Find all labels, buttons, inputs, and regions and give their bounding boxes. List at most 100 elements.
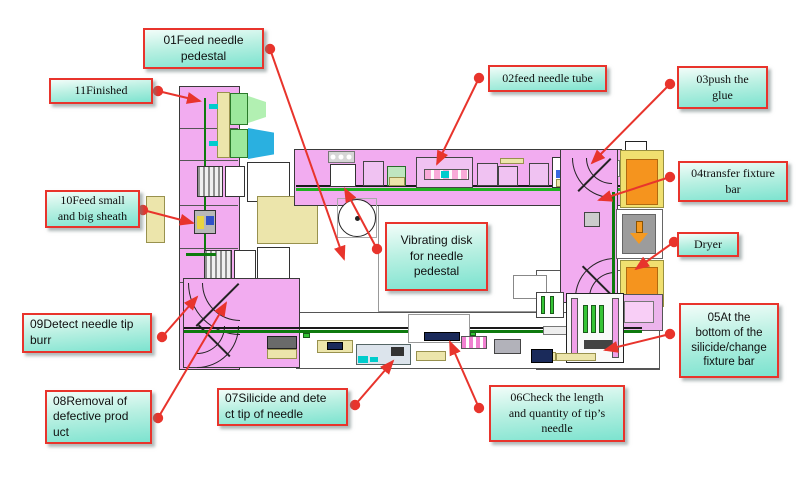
pink-unit-inner (624, 301, 654, 323)
station-block (498, 166, 518, 186)
hopper-box (230, 129, 248, 158)
sheath-feed-blue (206, 216, 214, 225)
navy-unit (531, 349, 553, 363)
radiator-grill (197, 166, 223, 197)
green-rail (599, 305, 604, 333)
station-block-dark (267, 336, 297, 349)
callout-line: 09Detect needle tip (30, 317, 134, 332)
callout-line: 08Removal of (53, 393, 128, 408)
callout-line: Dryer (694, 236, 722, 251)
green-rail (591, 305, 596, 333)
callout-10-feed-small-big-sheath: 10Feed small and big sheath (45, 190, 140, 228)
callout-line: 05At the (707, 311, 751, 324)
vibrating-disk-center (355, 216, 360, 221)
leader-dot-08 (152, 412, 164, 424)
down-arrow-stem (636, 221, 643, 233)
callout-vibrating-disk: Vibrating disk for needle pedestal (385, 222, 488, 291)
callout-line: bottom of the (695, 326, 763, 339)
leader-dot-11 (152, 85, 164, 97)
cyan-chip (209, 104, 218, 109)
cyan-chip (441, 171, 449, 178)
cyan-chip (370, 357, 378, 362)
callout-line: pedestal (413, 264, 460, 279)
navy-insert (327, 342, 343, 350)
pink-column (612, 298, 619, 358)
leader-dot-01 (264, 43, 276, 55)
callout-line: burr (30, 333, 52, 347)
cyan-chip (358, 356, 368, 363)
callout-line: Vibrating disk (400, 233, 473, 248)
green-chip (470, 332, 476, 336)
callout-01-feed-needle-pedestal: 01Feed needle pedestal (143, 28, 264, 69)
bed-divider (180, 160, 238, 161)
callout-09-detect-needle-tip-burr: 09Detect needle tip burr (22, 313, 152, 353)
down-arrow-icon (630, 221, 649, 245)
down-arrow-head (630, 233, 648, 244)
leader-dot-05 (664, 328, 676, 340)
callout-line: pedestal (180, 48, 227, 63)
callout-line: 10Feed small (60, 193, 125, 208)
leader-dot-02 (473, 72, 485, 84)
dryer-heater-top (626, 159, 658, 205)
finished-hopper-chute (248, 96, 266, 123)
callout-line: 11Finished (74, 83, 128, 98)
small-gray-box (584, 212, 600, 227)
callout-line: ct tip of needle (225, 407, 304, 421)
bed-divider (180, 248, 238, 249)
top-conveyor-green (296, 188, 620, 191)
callout-05-bottom-silicide-change-fixture-bar: 05At the bottom of the silicide/change f… (679, 303, 779, 378)
pad-block (416, 351, 446, 361)
station-base (267, 349, 297, 359)
callout-line: glue (712, 87, 733, 102)
callout-line: 06Check the length (510, 390, 604, 405)
leader-dot-07 (349, 399, 361, 411)
dark-chip (391, 347, 404, 356)
callout-11-finished: 11Finished (49, 78, 153, 104)
bed-divider (180, 205, 238, 206)
callout-02-feed-needle-tube: 02feed needle tube (488, 65, 607, 92)
pad-bar (500, 158, 524, 164)
cyan-chip (209, 141, 218, 146)
check-station-bar (424, 332, 460, 341)
callout-06-check-length-quantity: 06Check the length and quantity of tip’s… (489, 385, 625, 442)
callout-line: 01Feed needle (163, 32, 244, 47)
callout-04-transfer-fixture-bar: 04transfer fixture bar (678, 161, 788, 202)
callout-line: fixture bar (703, 356, 755, 369)
blue-hopper-chute (248, 128, 274, 159)
green-rail (541, 296, 545, 314)
leader-dot-06 (473, 402, 485, 414)
green-bar (186, 253, 216, 256)
callout-line: 07Silicide and dete (225, 391, 327, 406)
sheath-feed-yellow (197, 216, 204, 229)
callout-line: uct (53, 424, 70, 439)
callout-line: 04transfer fixture (691, 165, 775, 180)
green-rail (550, 296, 554, 314)
callout-03-push-the-glue: 03push the glue (677, 66, 768, 109)
green-rail (583, 305, 588, 333)
pad-chip (389, 177, 405, 186)
station-block (529, 163, 549, 186)
unit-base-dark (584, 340, 612, 349)
leader-dot-03 (664, 78, 676, 90)
callout-line: silicide/change (691, 341, 767, 354)
green-chip (303, 333, 310, 338)
right-conveyor-line (612, 192, 615, 300)
fixture-stripe-block (461, 336, 487, 349)
callout-07-silicide-detect-tip: 07Silicide and dete ct tip of needle (217, 388, 348, 426)
grill-side-box (234, 250, 256, 280)
callout-line: and quantity of tip’s (508, 405, 606, 420)
callout-line: for needle (409, 248, 464, 263)
pink-column (571, 298, 578, 358)
bed-divider (180, 128, 238, 129)
finished-hopper-box (230, 93, 248, 125)
fastener-strip (217, 92, 230, 158)
leader-dot-04 (664, 171, 676, 183)
station-block (363, 161, 384, 186)
grill-side-box (225, 166, 245, 197)
callout-line: defective prod (53, 409, 129, 424)
pad-strip (556, 353, 596, 361)
leader-dot-09 (156, 331, 168, 343)
callout-line: 02feed needle tube (502, 70, 593, 85)
callout-dryer: Dryer (677, 232, 739, 257)
